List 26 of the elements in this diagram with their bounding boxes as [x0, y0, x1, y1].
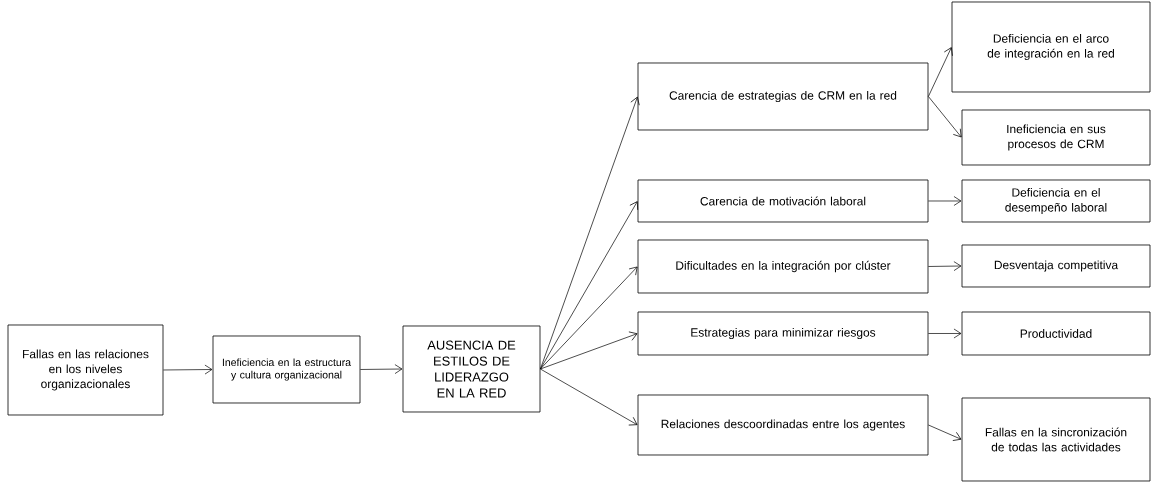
process-box: Fallas en la sincronización de todas las actividades	[961, 397, 1151, 482]
process-box: Carencia de estrategias de CRM en la red	[637, 62, 929, 131]
arrow	[540, 368, 638, 426]
arrow	[540, 331, 638, 370]
arrow	[360, 364, 403, 374]
process-box: Deficiencia en el arco de integración en la red	[951, 1, 1151, 93]
process-box: Ineficiencia en la estructura y cultura organizacional	[212, 335, 361, 404]
process-box: Desventaja competitiva	[961, 244, 1151, 288]
process-box: Carencia de motivación laboral	[637, 179, 929, 223]
arrow	[928, 196, 962, 206]
arrow	[928, 261, 962, 271]
arrow	[928, 96, 962, 138]
process-box: Deficiencia en el desempeño laboral	[961, 179, 1151, 223]
process-box: Dificultades en la integración por clúster	[637, 239, 929, 294]
process-box: AUSENCIA DE ESTILOS DE LIDERAZGO EN LA RED	[402, 325, 541, 413]
process-box: Relaciones descoordinadas entre los agentes	[637, 394, 929, 456]
arrow	[928, 328, 962, 339]
process-box: Fallas en las relaciones en los niveles organizacionales	[7, 324, 164, 416]
arrow	[540, 201, 638, 370]
process-box: Estrategias para minimizar riesgos	[637, 311, 929, 356]
process-box: Productividad	[961, 311, 1151, 356]
arrow	[163, 364, 213, 375]
arrow	[540, 266, 638, 370]
process-box: Ineficiencia en sus procesos de CRM	[961, 109, 1151, 166]
arrow	[928, 47, 953, 97]
arrow	[928, 424, 962, 441]
